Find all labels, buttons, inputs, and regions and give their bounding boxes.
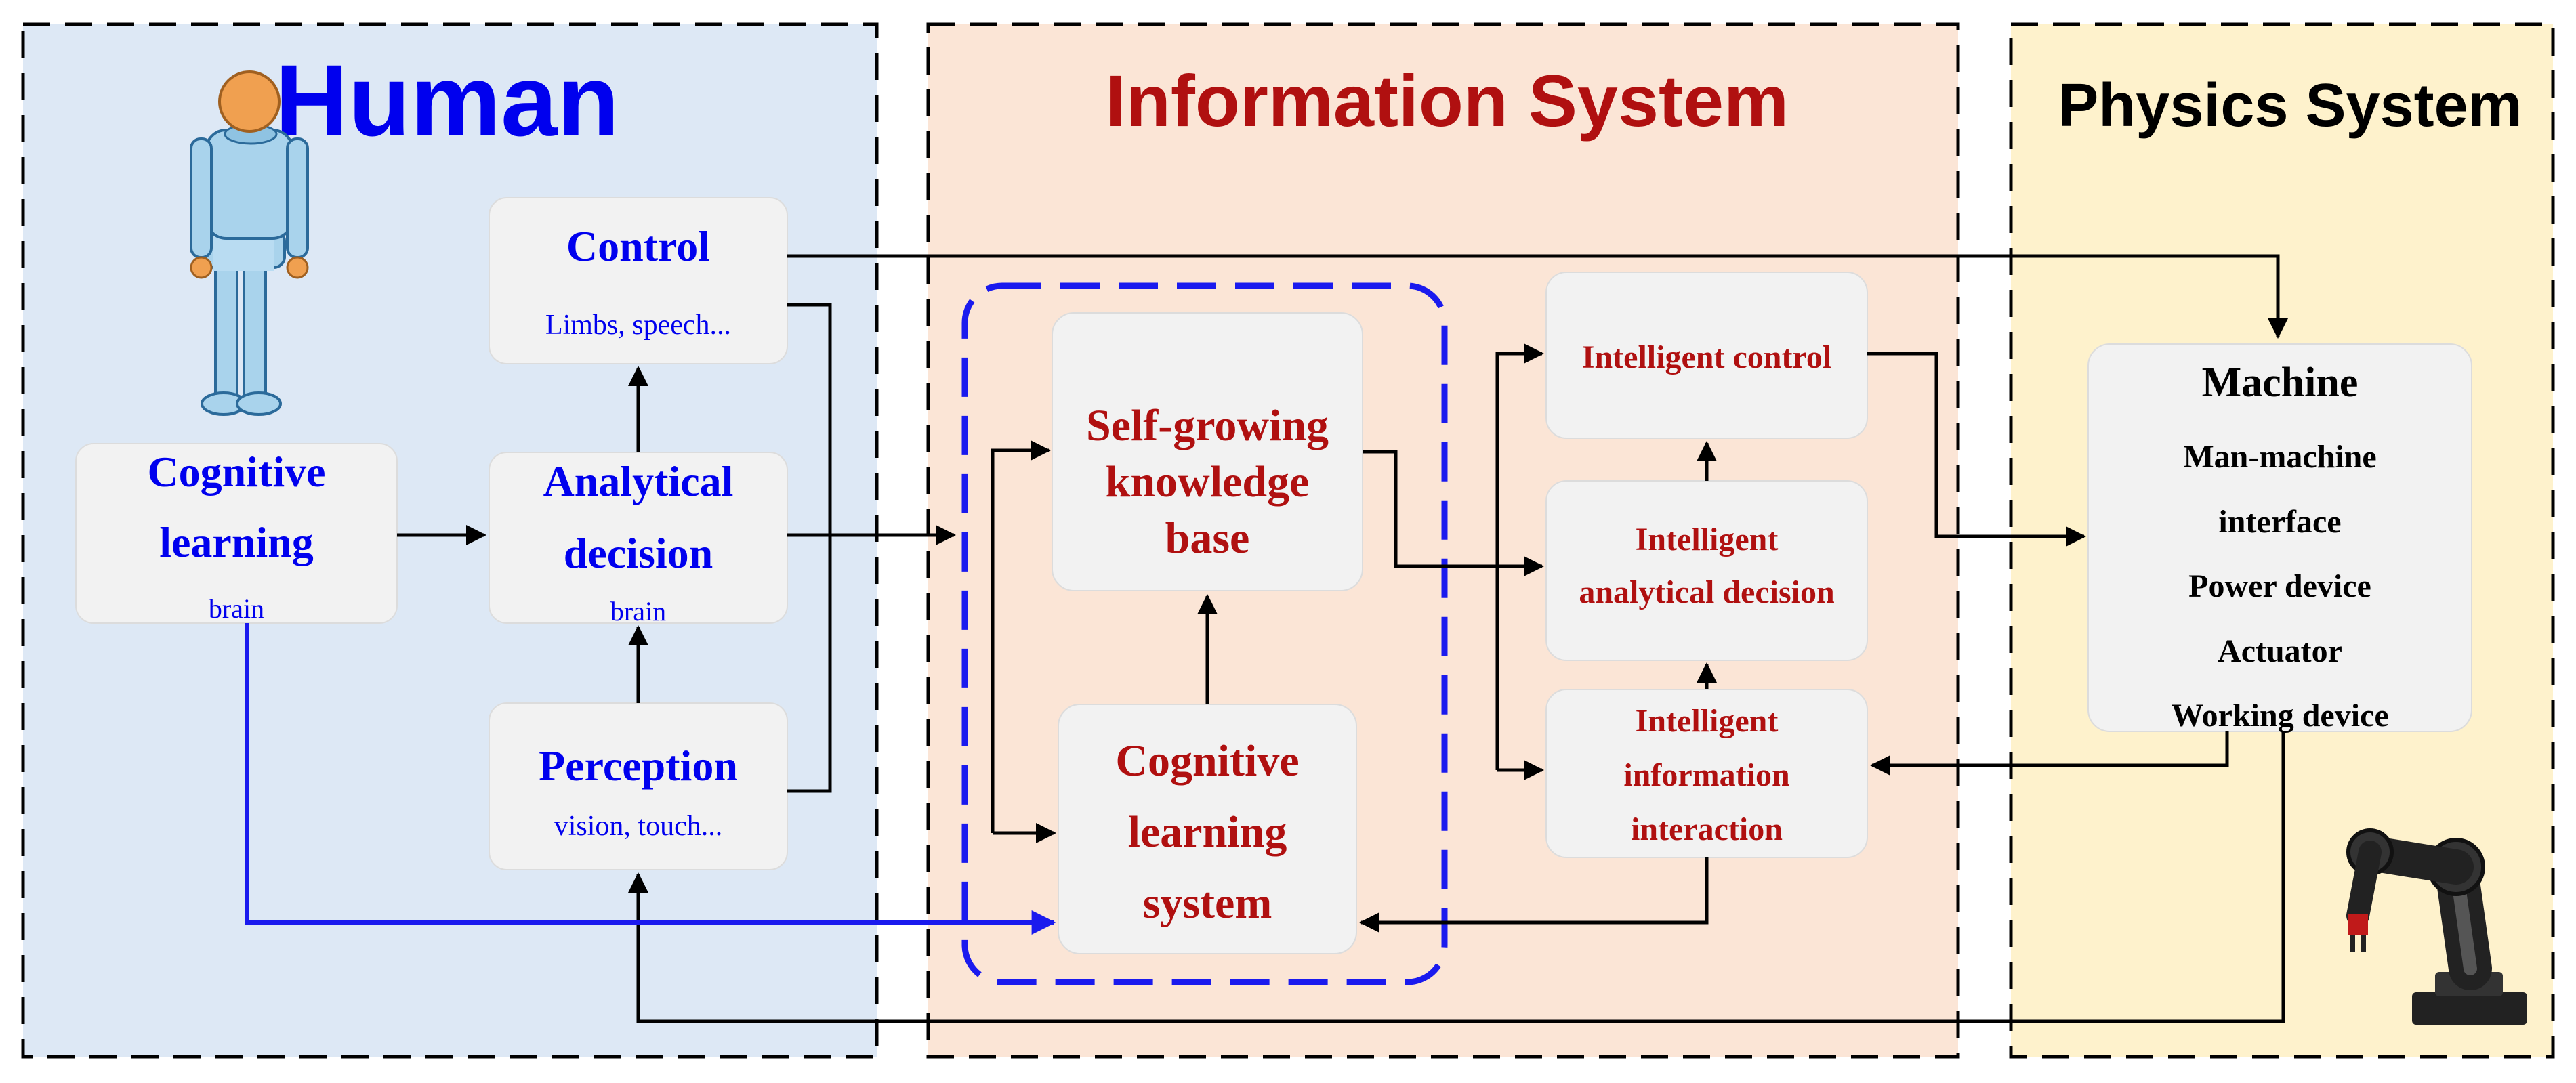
machine-item: Power device (2188, 568, 2371, 604)
analytical-decision-node: Analytical decision brain (489, 452, 788, 627)
machine-node: Machine Man-machine interface Power devi… (2087, 343, 2472, 734)
intelligent-analytical-decision-line1: Intelligent (1636, 522, 1779, 557)
cognitive-learning-node: Cognitive learning brain (75, 443, 398, 624)
edge-knowledge-to-intelligent (1363, 450, 1544, 576)
cognitive-learning-system-node: Cognitive learning system (1058, 704, 1357, 954)
human-figure-icon (190, 70, 309, 416)
intelligent-analytical-decision-line2: analytical decision (1579, 574, 1834, 610)
perception-node: Perception vision, touch... (489, 702, 788, 870)
edge-bracket-to-knowledge (991, 440, 1051, 833)
edge-bracket-to-ictrl (1495, 343, 1544, 770)
edge-machine-to-iii (1870, 731, 2229, 776)
cognitive-learning-sub: brain (209, 593, 264, 624)
edge-cognitive-to-cls (245, 623, 1056, 935)
control-sub: Limbs, speech... (545, 310, 731, 341)
control-title: Control (566, 222, 710, 270)
edge-control-perception-bracket (787, 303, 832, 793)
machine-title: Machine (2202, 360, 2359, 406)
knowledge-base-node: Self-growing knowledge base (1052, 312, 1363, 591)
intelligent-analytical-decision-node: Intelligent analytical decision (1545, 480, 1868, 661)
cognitive-learning-system-line1: Cognitive (1115, 736, 1299, 786)
cognitive-learning-line1: Cognitive (147, 448, 325, 496)
intelligent-information-interaction-line1: Intelligent (1636, 703, 1779, 739)
machine-item: Actuator (2218, 633, 2342, 669)
edge-machine-to-perception (628, 731, 2285, 1023)
intelligent-information-interaction-line2: information (1623, 757, 1789, 793)
cognitive-learning-system-line2: learning (1128, 807, 1287, 857)
machine-item: Man-machine (2183, 439, 2376, 475)
information-system-panel-title: Information System (1106, 60, 1789, 142)
analytical-decision-line1: Analytical (543, 457, 734, 505)
knowledge-base-line3: base (1165, 513, 1250, 563)
human-panel-title: Human (275, 43, 619, 157)
analytical-decision-line2: decision (564, 529, 713, 577)
intelligent-information-interaction-node: Intelligent information interaction (1545, 689, 1868, 858)
analytical-decision-sub: brain (610, 596, 666, 627)
knowledge-base-line1: Self-growing (1086, 401, 1329, 450)
machine-item: Working device (2171, 698, 2388, 734)
knowledge-base-line2: knowledge (1106, 457, 1310, 507)
intelligent-control-title: Intelligent control (1582, 339, 1831, 375)
machine-item: interface (2218, 504, 2341, 540)
cognitive-core-group (961, 282, 1448, 985)
edge-iii-to-cls (1359, 857, 1709, 933)
intelligent-control-node: Intelligent control (1545, 272, 1868, 439)
perception-title: Perception (539, 742, 738, 790)
robot-arm-icon (2346, 828, 2527, 1025)
intelligent-information-interaction-line3: interaction (1631, 811, 1783, 847)
perception-sub: vision, touch... (554, 811, 723, 842)
cognitive-learning-line2: learning (159, 518, 314, 566)
cognitive-learning-system-line3: system (1143, 878, 1272, 928)
edge-control-to-machine (787, 254, 2288, 339)
edge-ictrl-to-machine (1867, 352, 2086, 547)
control-node: Control Limbs, speech... (489, 197, 788, 364)
physics-system-panel-title: Physics System (2058, 72, 2522, 140)
